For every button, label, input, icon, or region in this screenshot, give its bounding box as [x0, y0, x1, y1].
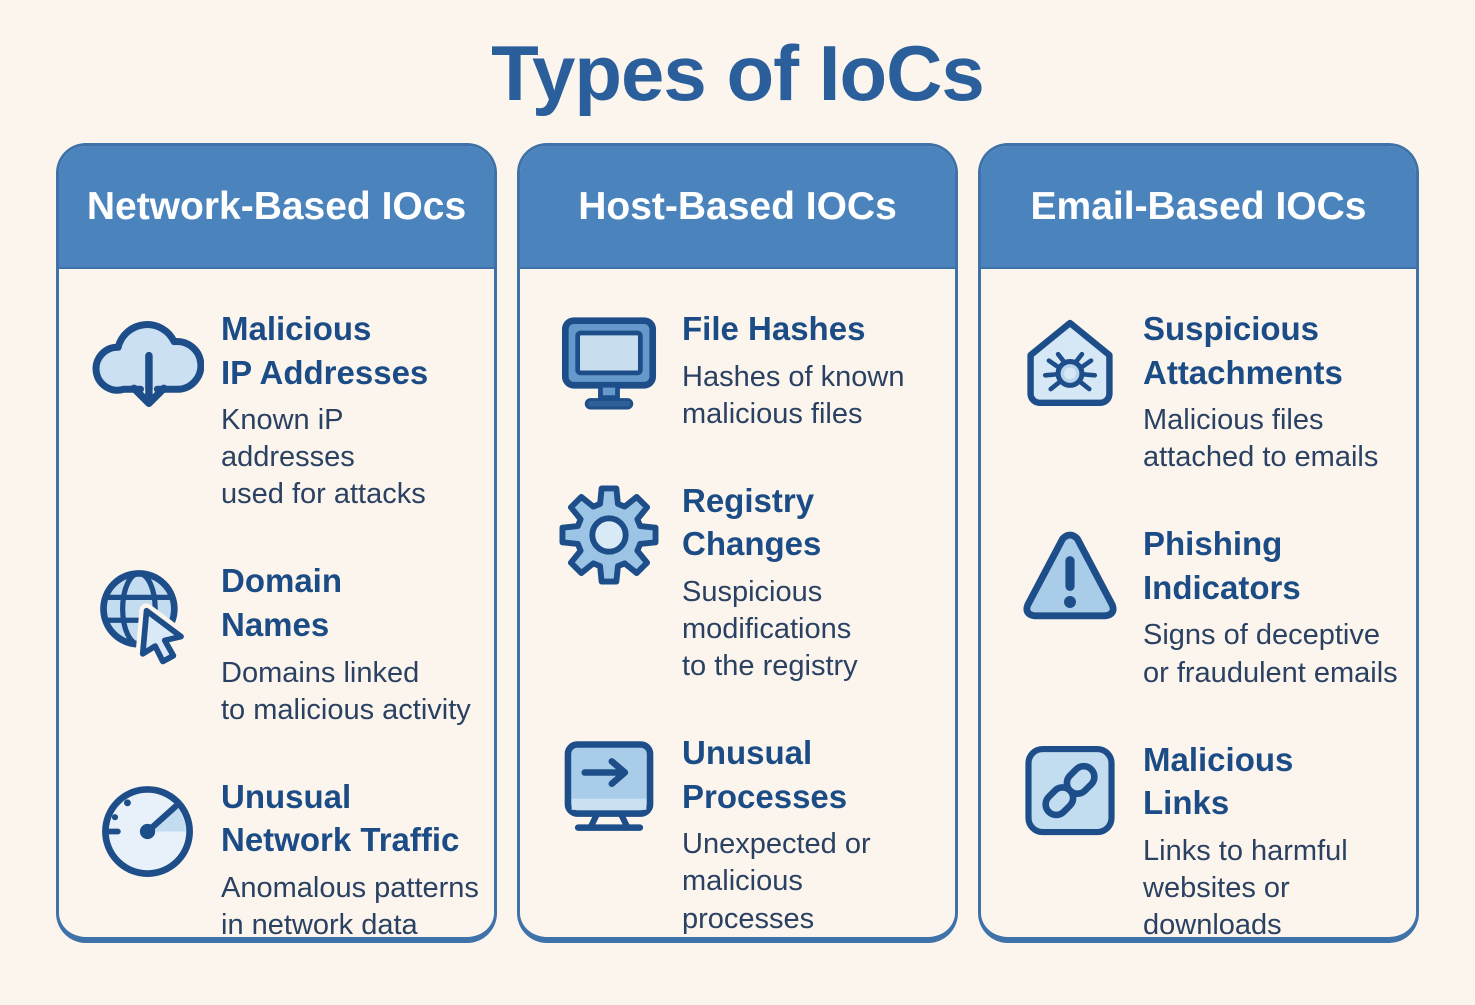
item-title: Unusual Network Traffic	[221, 777, 460, 859]
item-suspicious-attachments: Suspicious Attachments Malicious files a…	[1011, 307, 1402, 476]
card-email-based: Email-Based IOCs Suspicious Attachments …	[978, 143, 1419, 943]
item-title: File Hashes	[682, 310, 866, 347]
item-title: Unusual Processes	[682, 734, 848, 815]
warning-triangle-icon	[1011, 522, 1129, 691]
card-header-network: Network-Based IOcs	[59, 146, 494, 269]
item-malicious-links: Malicious Links Links to harmful website…	[1011, 738, 1402, 941]
item-description: Hashes of known malicious files	[682, 360, 905, 430]
monitor-icon	[550, 307, 668, 433]
item-title: Registry Changes	[682, 481, 822, 563]
item-malicious-ip: Malicious IP Addresses Known iP addresse…	[89, 307, 480, 513]
item-description: Malicious files attached to emails	[1143, 404, 1379, 474]
globe-cursor-icon	[89, 559, 207, 728]
card-header-label: Host-Based IOCs	[578, 184, 897, 228]
item-phishing-indicators: Phishing Indicators Signs of deceptive o…	[1011, 522, 1402, 691]
item-description: Domains linked to malicious activity	[221, 656, 471, 726]
item-description: Signs of deceptive or fraudulent emails	[1143, 619, 1398, 689]
item-title: Phishing Indicators	[1143, 525, 1301, 606]
item-unusual-traffic: Unusual Network Traffic Anomalous patter…	[89, 775, 480, 941]
monitor-arrow-icon	[550, 731, 668, 937]
card-header-email: Email-Based IOCs	[981, 146, 1416, 269]
page-title: Types of IoCs	[491, 29, 985, 117]
item-description: Suspicious modifications to the registry	[682, 575, 858, 683]
item-title: Malicious IP Addresses	[221, 310, 429, 391]
item-description: Known iP addresses used for attacks	[221, 404, 426, 511]
card-network-based: Network-Based IOcs Malicious IP Addresse…	[56, 143, 497, 943]
item-title: Malicious Links	[1143, 740, 1294, 822]
item-description: Unexpected or malicious processes	[682, 828, 871, 935]
item-description: Links to harmful websites or downloads	[1143, 834, 1348, 941]
item-file-hashes: File Hashes Hashes of known malicious fi…	[550, 307, 941, 433]
item-title: Suspicious Attachments	[1143, 310, 1343, 391]
item-description: Anomalous patterns in network data	[221, 871, 479, 941]
item-title: Domain Names	[221, 562, 343, 643]
card-host-based: Host-Based IOCs File Hashes Hashes of kn…	[517, 143, 958, 943]
gear-icon	[550, 479, 668, 685]
link-icon	[1011, 738, 1129, 937]
item-registry-changes: Registry Changes Suspicious modification…	[550, 479, 941, 685]
card-header-host: Host-Based IOCs	[520, 146, 955, 269]
card-header-label: Network-Based IOcs	[86, 184, 467, 228]
envelope-bug-icon	[1011, 307, 1129, 476]
cloud-download-icon	[89, 307, 207, 513]
item-unusual-processes: Unusual Processes Unexpected or maliciou…	[550, 731, 941, 937]
columns-container: Network-Based IOcs Malicious IP Addresse…	[0, 143, 1475, 943]
card-header-label: Email-Based IOCs	[1030, 184, 1367, 228]
speedometer-icon	[89, 775, 207, 937]
item-domain-names: Domain Names Domains linked to malicious…	[89, 559, 480, 728]
